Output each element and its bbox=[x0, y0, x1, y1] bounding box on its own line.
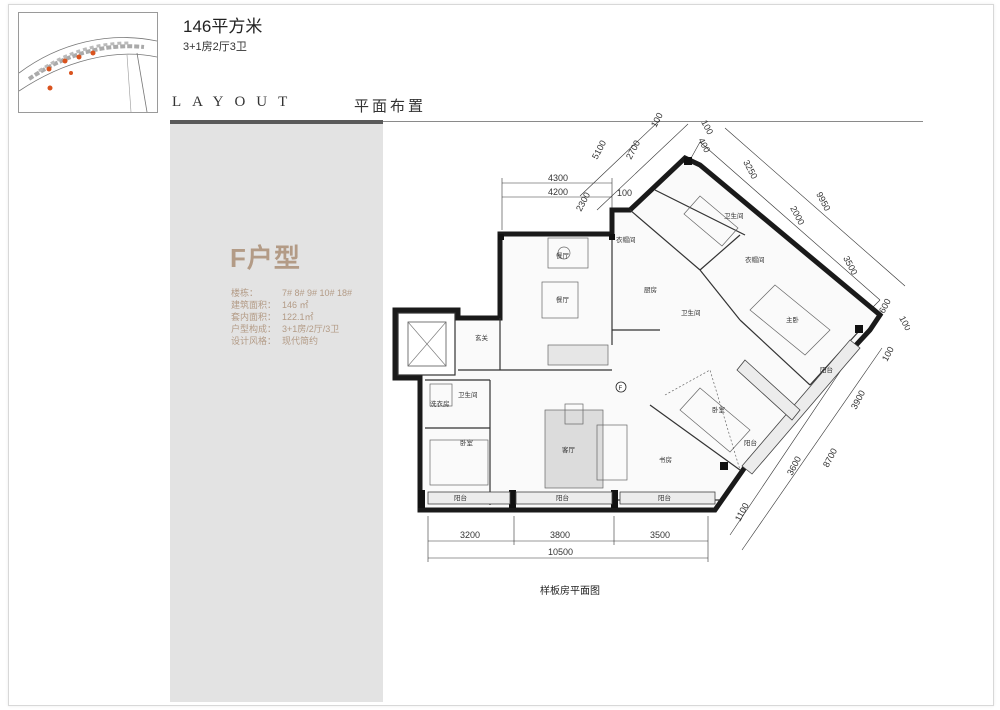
room-label-bath: 卫生间 bbox=[458, 390, 478, 399]
room-label-living: 客厅 bbox=[562, 445, 576, 454]
dim-3800: 3800 bbox=[550, 530, 570, 540]
structural-columns bbox=[418, 157, 863, 508]
room-label-laundry: 洗衣房 bbox=[430, 399, 450, 408]
plan-caption: 样板房平面图 bbox=[540, 586, 600, 597]
dim-400: 400 bbox=[696, 136, 712, 154]
dim-8700: 8700 bbox=[821, 447, 839, 469]
unit-outline bbox=[392, 155, 884, 513]
room-label-foyer: 玄关 bbox=[475, 333, 489, 342]
room-label-balcony-1: 阳台 bbox=[454, 493, 467, 502]
info-row: 套内面积：122.1㎡ bbox=[231, 312, 314, 322]
room-label-dining: 餐厅 bbox=[556, 295, 570, 304]
dim-3200: 3200 bbox=[460, 530, 480, 540]
unit-type-title: F户型 bbox=[230, 243, 301, 273]
room-label-study: 书房 bbox=[659, 455, 672, 464]
room-label-storage: 衣帽间 bbox=[616, 235, 636, 244]
dim-4200: 4200 bbox=[548, 187, 568, 197]
unit-configuration: 3+1房2厅3卫 bbox=[183, 41, 247, 53]
dim-1100: 1100 bbox=[733, 501, 751, 523]
room-label-dressing: 衣帽间 bbox=[745, 255, 765, 264]
heading-rule-light bbox=[383, 121, 923, 122]
info-panel bbox=[170, 124, 383, 702]
north-marker bbox=[615, 381, 627, 393]
room-label-balcony-4: 阳台 bbox=[820, 365, 833, 374]
room-label-balcony-3: 阳台 bbox=[658, 493, 671, 502]
info-row: 户型构成：3+1房/2厅/3卫 bbox=[231, 324, 340, 334]
dimension-lines bbox=[427, 119, 906, 562]
room-label-balcony-2: 阳台 bbox=[556, 493, 569, 502]
room-label-kitchen: 厨房 bbox=[644, 285, 657, 294]
balconies bbox=[427, 339, 861, 505]
unit-area-title: 146平方米 bbox=[183, 17, 263, 36]
dim-4300: 4300 bbox=[548, 173, 568, 183]
room-label-balcony-5: 阳台 bbox=[744, 438, 757, 447]
dim-9950: 9950 bbox=[814, 190, 832, 212]
room-label-bath-2: 卫生间 bbox=[681, 308, 701, 317]
dim-3500-right: 3500 bbox=[841, 254, 859, 276]
dim-2000: 2000 bbox=[788, 204, 806, 226]
room-labels: 餐厅 餐厅 客厅 玄关 卫生间 洗衣房 卧室 书房 厨房 衣帽间 卫生间 卫生间… bbox=[430, 211, 833, 502]
dim-2300: 2300 bbox=[574, 191, 592, 213]
dim-100-d: 100 bbox=[897, 314, 910, 332]
info-row: 建筑面积：146 ㎡ bbox=[231, 300, 309, 310]
dim-100-a: 100 bbox=[617, 188, 632, 198]
room-label-master: 主卧 bbox=[786, 315, 800, 324]
heading-rule-dark bbox=[170, 120, 383, 124]
dim-10500: 10500 bbox=[548, 547, 573, 557]
dim-2700: 2700 bbox=[624, 139, 642, 161]
room-label-restaurant: 餐厅 bbox=[556, 251, 570, 260]
room-label-bath-3: 卫生间 bbox=[724, 211, 744, 220]
layout-heading: LAYOUT bbox=[172, 94, 299, 110]
floor-plan: F 餐厅 餐厅 客厅 玄关 卫生间 洗衣房 卧室 书房 厨房 衣帽间 卫生间 卫… bbox=[392, 111, 910, 562]
room-label-bedroom: 卧室 bbox=[460, 438, 474, 447]
info-row: 设计风格：现代简约 bbox=[231, 336, 319, 346]
dim-3250: 3250 bbox=[741, 158, 759, 180]
north-marker-label: F bbox=[619, 386, 623, 392]
layout-heading-cn: 平面布置 bbox=[354, 98, 427, 115]
room-label-bedroom-2: 卧室 bbox=[712, 405, 726, 414]
furniture bbox=[429, 195, 831, 489]
dim-100-c: 100 bbox=[699, 118, 715, 136]
unit-info-list: 楼栋：7# 8# 9# 10# 18# 建筑面积：146 ㎡ 套内面积：122.… bbox=[231, 287, 352, 347]
info-row: 楼栋：7# 8# 9# 10# 18# bbox=[231, 288, 353, 298]
dim-100-e: 100 bbox=[880, 345, 896, 363]
key-plan-thumbnail bbox=[18, 12, 158, 113]
dim-5100: 5100 bbox=[590, 139, 608, 161]
dim-3500-bottom: 3500 bbox=[650, 530, 670, 540]
dim-100-b: 100 bbox=[649, 111, 665, 129]
